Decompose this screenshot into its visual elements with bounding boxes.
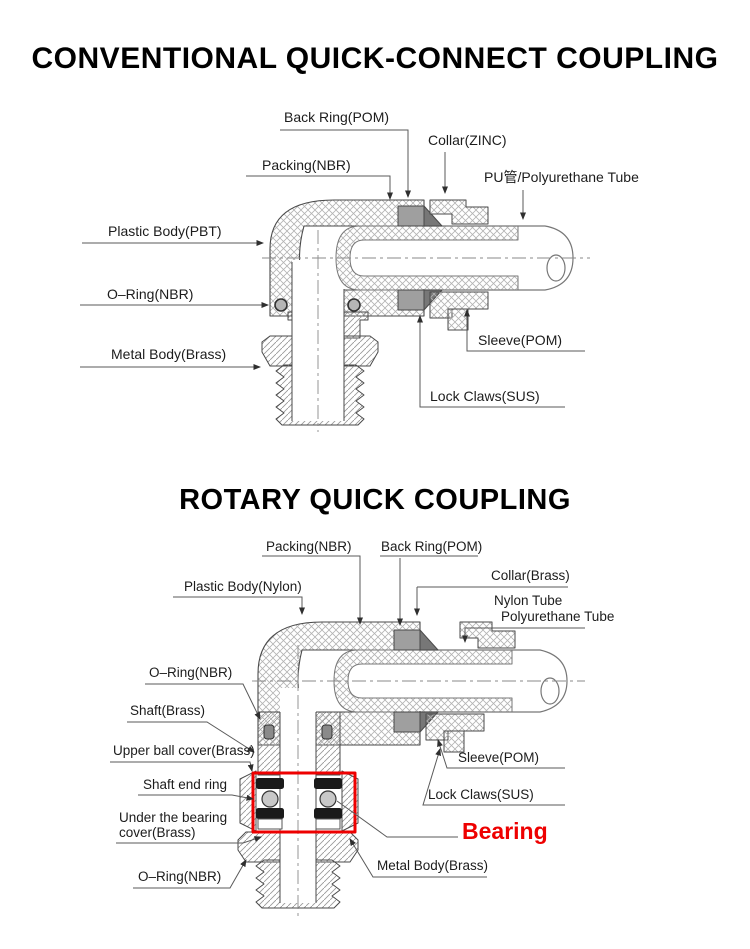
label-o-ring-bottom-2: O–Ring(NBR)	[138, 869, 222, 884]
conventional-leader-lines	[80, 129, 585, 408]
label-lock-claws-2: Lock Claws(SUS)	[428, 787, 534, 802]
label-sleeve-2: Sleeve(POM)	[458, 750, 540, 765]
label-o-ring: O–Ring(NBR)	[107, 286, 194, 302]
label-metal-body: Metal Body(Brass)	[111, 346, 227, 362]
label-pu-tube: PU管/Polyurethane Tube	[484, 169, 639, 185]
bearing-highlight-box	[251, 771, 357, 834]
label-plastic-body-2: Plastic Body(Nylon)	[184, 579, 302, 594]
label-shaft-2: Shaft(Brass)	[130, 703, 206, 718]
label-o-ring-top-2: O–Ring(NBR)	[149, 665, 233, 680]
label-sleeve: Sleeve(POM)	[478, 332, 563, 348]
rotary-title: ROTARY QUICK COUPLING	[179, 484, 571, 516]
label-collar: Collar(ZINC)	[428, 132, 507, 148]
label-packing-2: Packing(NBR)	[266, 539, 352, 554]
label-polyurethane-tube: Polyurethane Tube	[501, 609, 615, 624]
label-upper-ball-cover-2: Upper ball cover(Brass)	[113, 743, 255, 758]
label-metal-body-2: Metal Body(Brass)	[377, 858, 489, 873]
label-back-ring-2: Back Ring(POM)	[381, 539, 483, 554]
label-plastic-body: Plastic Body(PBT)	[108, 223, 222, 239]
label-bearing: Bearing	[462, 818, 548, 844]
label-nylon-tube: Nylon Tube	[494, 593, 563, 608]
label-collar-2: Collar(Brass)	[491, 568, 570, 583]
conventional-drawing	[261, 199, 590, 432]
under-bearing-line1: Under the bearing	[119, 810, 228, 825]
conventional-title: CONVENTIONAL QUICK-CONNECT COUPLING	[31, 42, 719, 75]
label-shaft-end-ring-2: Shaft end ring	[143, 777, 228, 792]
label-back-ring: Back Ring(POM)	[284, 109, 390, 125]
rotary-leader-lines	[110, 555, 585, 889]
label-packing: Packing(NBR)	[262, 157, 351, 173]
under-bearing-line2: cover(Brass)	[119, 825, 196, 840]
label-lock-claws: Lock Claws(SUS)	[430, 388, 540, 404]
rotary-drawing	[237, 621, 585, 916]
